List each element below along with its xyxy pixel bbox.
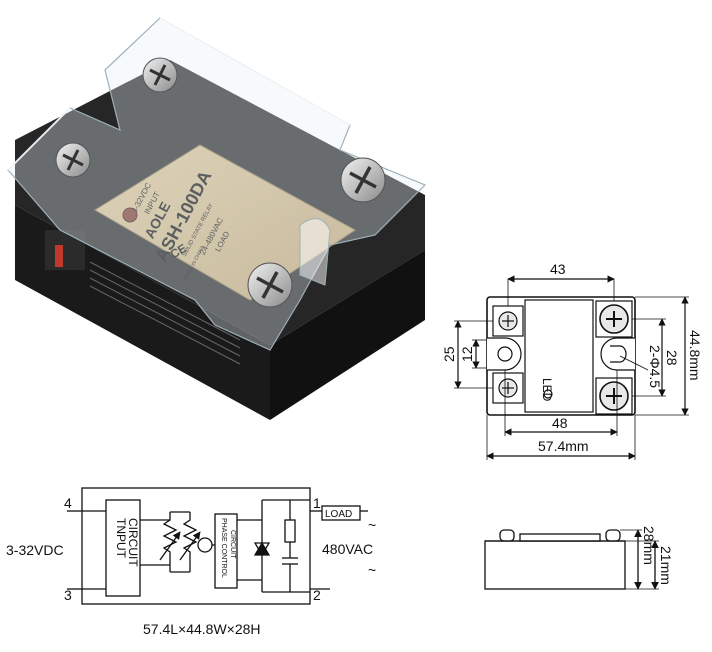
cover-edge-highlight-2: [7, 107, 71, 171]
screw-input-bottom: [55, 142, 91, 178]
dim-574: 57.4mm: [538, 438, 589, 454]
dim-12: 12: [459, 346, 475, 362]
top-view-led: [543, 389, 553, 399]
cover-edge-highlight: [159, 17, 351, 126]
input-block-label-2: CIRCUIT: [126, 518, 140, 567]
output-voltage: 480VAC: [322, 541, 373, 557]
dim-hole: 2-Φ4.5: [647, 345, 663, 388]
phase-control-block: [214, 513, 238, 589]
mount-slot: [299, 218, 331, 286]
dim-25: 25: [441, 346, 457, 362]
terminal-3: 3: [64, 587, 72, 603]
terminal-1: 1: [313, 495, 321, 511]
bottom-right-terminal: [595, 377, 633, 415]
size-caption: 57.4L×44.8W×28H: [143, 621, 261, 637]
top-view-drawing: [454, 275, 689, 460]
led-indicator: [122, 207, 138, 223]
input-voltage: 3-32VDC: [6, 542, 64, 558]
dim-28: 28: [664, 350, 680, 366]
resistor-2: [182, 512, 198, 572]
top-right-terminal: [595, 300, 633, 338]
circuit-diagram: [67, 487, 368, 605]
front-red-tag: [55, 245, 63, 267]
screw-load-top: [340, 157, 386, 203]
triac-symbol: [253, 541, 271, 556]
resistor-1: [162, 512, 178, 572]
dim-side-21: 21mm: [658, 546, 674, 585]
side-screw-left: [499, 529, 515, 542]
top-left-terminal: [492, 305, 524, 337]
input-block-label-1: TNPUT: [114, 518, 128, 559]
front-label-strip: [45, 230, 85, 270]
terminal-2: 2: [313, 587, 321, 603]
input-circuit-block: [105, 499, 141, 597]
side-view-cover: [519, 533, 601, 542]
side-screw-right: [605, 529, 621, 542]
relay-top-plate: [94, 144, 356, 301]
snubber-resistor: [284, 519, 296, 543]
screw-load-bottom: [247, 262, 293, 308]
arrow-2: [179, 531, 201, 561]
top-view-window: [524, 299, 594, 413]
dim-48: 48: [552, 415, 568, 431]
side-view-drawing: [484, 529, 659, 590]
tilde-bottom: ~: [368, 562, 376, 578]
circuit-labels: 4 3 1 2 3-32VDC TNPUT CIRCUIT PHASE CONT…: [6, 495, 376, 637]
phase-label-1: PHASE CONTROL: [220, 518, 227, 578]
dim-43: 43: [550, 261, 566, 277]
load-box: [321, 505, 361, 521]
led-label: LED: [540, 378, 554, 402]
circuit-outline: [81, 487, 311, 605]
right-mount-hole: [600, 337, 635, 371]
dim-side-28: 28mm: [641, 526, 657, 565]
arrow-1: [159, 531, 181, 561]
relay-base-side: [270, 250, 425, 420]
terminal-4: 4: [64, 495, 72, 511]
clear-cover: [7, 17, 427, 351]
tilde-top: ~: [368, 517, 376, 533]
side-view-body: [484, 540, 626, 590]
front-text-lines: [89, 261, 241, 365]
side-view-labels: 28mm 21mm: [641, 526, 674, 585]
load-label: LOAD: [325, 509, 352, 520]
left-mount-hole: [487, 337, 522, 371]
top-view-labels: 43 48 57.4mm 25 12 2-Φ4.5 28 44.8mm LED: [441, 261, 703, 454]
dim-hole-leader: [619, 355, 649, 371]
phase-label-2: CIRCUIT: [229, 530, 236, 559]
dim-448: 44.8mm: [687, 330, 703, 381]
bottom-left-terminal: [492, 372, 524, 404]
product-photo: AOLE ASH-100DA SOLID STATE RELAY INPUT 3…: [7, 17, 427, 420]
photo-transistor: [197, 537, 213, 553]
screw-input-top: [142, 57, 178, 93]
